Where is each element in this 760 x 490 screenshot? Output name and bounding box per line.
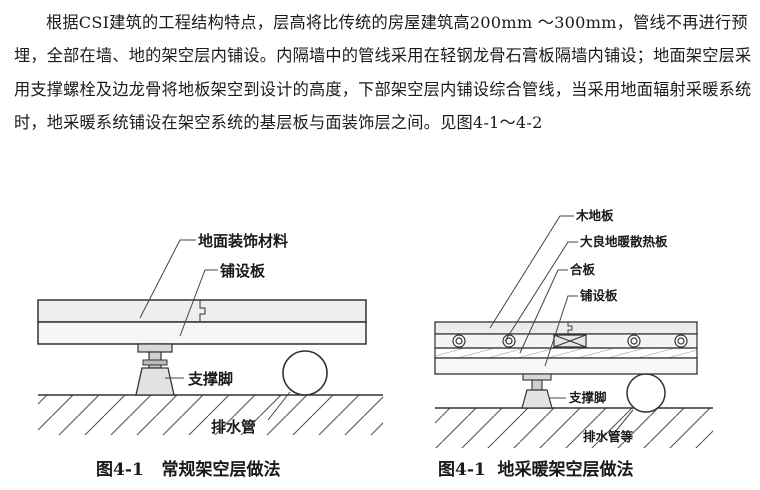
- leader-board: [179, 269, 218, 337]
- surface-layer: [37, 299, 367, 323]
- figure-1-caption: 图4-1 常规架空层做法: [96, 460, 281, 480]
- leader-drain-2: [614, 409, 634, 433]
- figure-1-drawing: 地面装饰材料 铺设板 支撑脚 排水管: [37, 232, 383, 436]
- drain-pipe: [282, 350, 328, 396]
- support-foot-2: [521, 373, 553, 409]
- plywood: [434, 347, 698, 359]
- leader-wood: [489, 215, 574, 329]
- drain-pipe-2: [626, 373, 666, 413]
- panel-connector: [553, 334, 587, 348]
- leader-surface: [139, 239, 196, 319]
- surface-joint: [199, 300, 206, 322]
- body-paragraph: 根据CSI建筑的工程结构特点，层高将比传统的房屋建筑高200mm ～300mm，…: [14, 6, 754, 140]
- leader-board-2: [544, 295, 578, 367]
- label-board-2: 铺设板: [580, 288, 618, 303]
- leader-heat: [504, 241, 578, 342]
- paragraph-text: 根据CSI建筑的工程结构特点，层高将比传统的房屋建筑高200mm ～300mm，…: [14, 13, 752, 133]
- wood-joint: [567, 322, 573, 334]
- label-board: 铺设板: [220, 262, 266, 280]
- laying-board-2: [434, 357, 698, 375]
- leader-ply: [519, 269, 568, 354]
- leader-drain: [267, 391, 291, 421]
- figure-2-caption: 图4-1 地采暖架空层做法: [438, 460, 634, 480]
- laying-board: [37, 321, 367, 345]
- figure-2-drawing: 木地板 大良地暖散热板 合板 铺设板 支撑脚 排水管等: [434, 208, 713, 448]
- ground-hatch-2: [435, 408, 713, 448]
- label-surface: 地面装饰材料: [198, 232, 288, 250]
- wood-floor: [434, 321, 698, 335]
- support-foot: [135, 343, 175, 396]
- ground-hatch: [38, 395, 383, 435]
- label-support-2: 支撑脚: [568, 390, 607, 405]
- label-drain: 排水管: [211, 418, 256, 436]
- label-heat: 大良地暖散热板: [580, 234, 668, 249]
- label-drain-2: 排水管等: [583, 429, 634, 444]
- label-support: 支撑脚: [187, 370, 233, 388]
- label-ply: 合板: [570, 262, 596, 277]
- label-wood: 木地板: [575, 208, 614, 223]
